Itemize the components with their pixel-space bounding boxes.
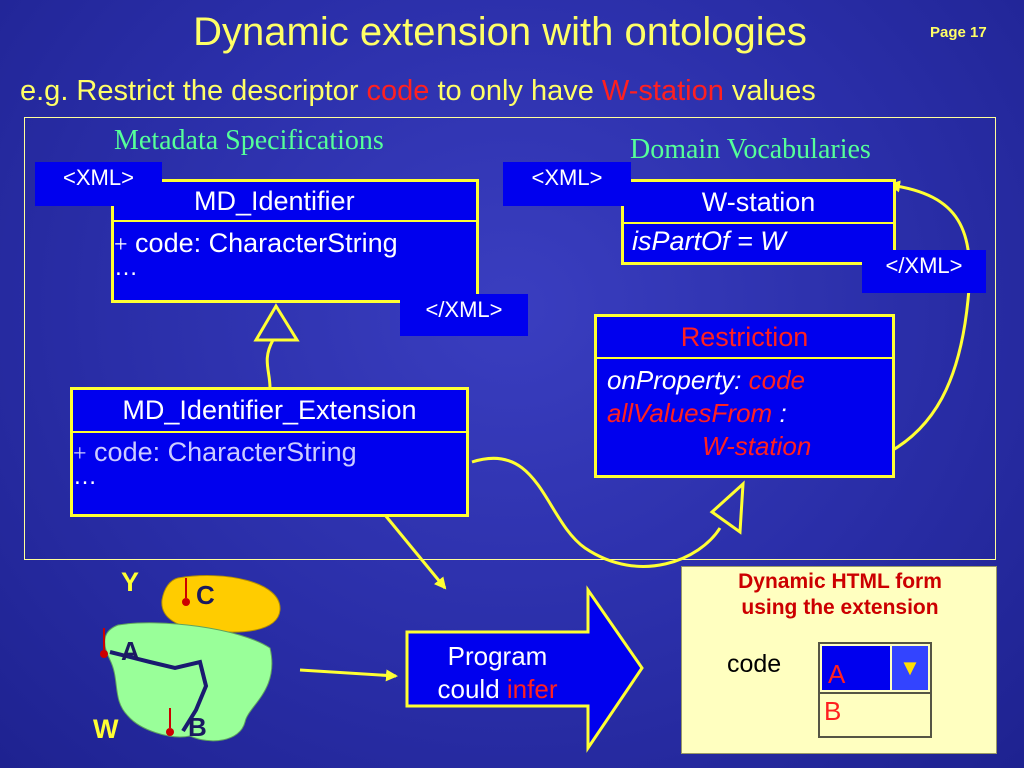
restriction-all-values: allValuesFrom : bbox=[597, 396, 892, 429]
region-w bbox=[104, 622, 273, 742]
all-values-value: W-station bbox=[702, 431, 812, 461]
ontology-panel bbox=[24, 117, 996, 560]
vocab-heading: Domain Vocabularies bbox=[630, 134, 871, 165]
all-values-label: allValuesFrom bbox=[607, 398, 773, 428]
restriction-box: Restriction onProperty: code allValuesFr… bbox=[594, 314, 895, 478]
subtitle-part3: values bbox=[723, 75, 816, 107]
program-line2: could infer bbox=[407, 673, 588, 706]
thermometer-a-icon bbox=[100, 628, 108, 658]
program-line2-part1: could bbox=[437, 674, 507, 704]
code-select[interactable]: A ▼ B bbox=[818, 642, 932, 738]
slide-subtitle: e.g. Restrict the descriptor code to onl… bbox=[20, 75, 816, 108]
select-divider bbox=[820, 692, 930, 694]
program-text: Program could infer bbox=[407, 640, 588, 706]
map-label-w: W bbox=[93, 714, 119, 744]
restriction-on-property: onProperty: code bbox=[597, 359, 892, 396]
wstation-box: W-station isPartOf = W bbox=[621, 179, 896, 265]
restriction-title: Restriction bbox=[597, 317, 892, 359]
extension-name: MD_Identifier_Extension bbox=[73, 390, 466, 433]
extension-to-restriction-curve bbox=[471, 456, 722, 568]
slide-title: Dynamic extension with ontologies bbox=[193, 10, 807, 54]
vocab-xml-close-tag: </XML> bbox=[862, 250, 986, 293]
extension-attr-text: code: CharacterString bbox=[86, 437, 357, 467]
md-identifier-plus: + bbox=[114, 232, 128, 258]
md-identifier-attr-text: code: CharacterString bbox=[127, 228, 398, 258]
on-property-label: onProperty: bbox=[607, 365, 742, 395]
form-title-line1: Dynamic HTML form bbox=[738, 570, 942, 593]
wstation-name: W-station bbox=[624, 182, 893, 224]
restriction-to-wstation-curve bbox=[881, 180, 972, 458]
subtitle-code-word: code bbox=[366, 75, 430, 107]
form-code-label: code bbox=[727, 650, 782, 678]
extension-ellipsis: … bbox=[73, 463, 97, 490]
metadata-heading: Metadata Specifications bbox=[114, 125, 384, 156]
md-xml-open-tag: <XML> bbox=[35, 162, 162, 206]
station-a-label: A bbox=[121, 636, 140, 666]
subtitle-part2: to only have bbox=[429, 75, 602, 107]
wstation-relation: isPartOf = W bbox=[632, 226, 786, 256]
subtitle-station-word: W-station bbox=[601, 75, 724, 107]
station-c-label: C bbox=[196, 580, 215, 610]
map-to-program-arrow bbox=[299, 668, 398, 682]
subtitle-part1: e.g. Restrict the descriptor bbox=[20, 75, 367, 107]
thermometer-b-icon bbox=[166, 708, 174, 736]
inheritance-triangle bbox=[253, 303, 300, 342]
md-xml-close-tag: </XML> bbox=[400, 294, 528, 336]
restriction-triangle bbox=[709, 480, 745, 535]
vocab-xml-open-tag: <XML> bbox=[503, 162, 631, 206]
form-title-line2: using the extension bbox=[741, 596, 939, 619]
program-line1: Program bbox=[447, 641, 548, 671]
md-identifier-attribute: + code: CharacterString bbox=[114, 222, 476, 259]
inheritance-line bbox=[265, 339, 275, 389]
form-title: Dynamic HTML form using the extension bbox=[682, 569, 998, 621]
dropdown-arrow-icon[interactable]: ▼ bbox=[892, 646, 928, 690]
md-identifier-ellipsis: … bbox=[114, 254, 138, 281]
code-option-b[interactable]: B bbox=[824, 696, 842, 726]
extension-plus: + bbox=[73, 441, 87, 467]
program-line2-infer: infer bbox=[506, 674, 558, 704]
md-identifier-extension-box: MD_Identifier_Extension + code: Characte… bbox=[70, 387, 469, 517]
md-identifier-box: MD_Identifier + code: CharacterString … bbox=[111, 179, 479, 303]
on-property-value: code bbox=[741, 365, 806, 395]
map-label-y: Y bbox=[121, 567, 140, 597]
page-number: Page 17 bbox=[930, 24, 987, 41]
extension-attribute: + code: CharacterString bbox=[73, 433, 466, 468]
program-arrow-shape bbox=[405, 585, 644, 753]
code-select-selected: A bbox=[822, 646, 890, 690]
md-identifier-name: MD_Identifier bbox=[114, 182, 476, 222]
thermometer-c-icon bbox=[182, 578, 190, 606]
dynamic-form-panel: Dynamic HTML form using the extension co… bbox=[681, 566, 997, 754]
river-path bbox=[109, 650, 209, 733]
all-values-colon: : bbox=[772, 398, 787, 428]
extension-to-program-arrow bbox=[383, 514, 447, 590]
station-b-label: B bbox=[188, 712, 207, 742]
